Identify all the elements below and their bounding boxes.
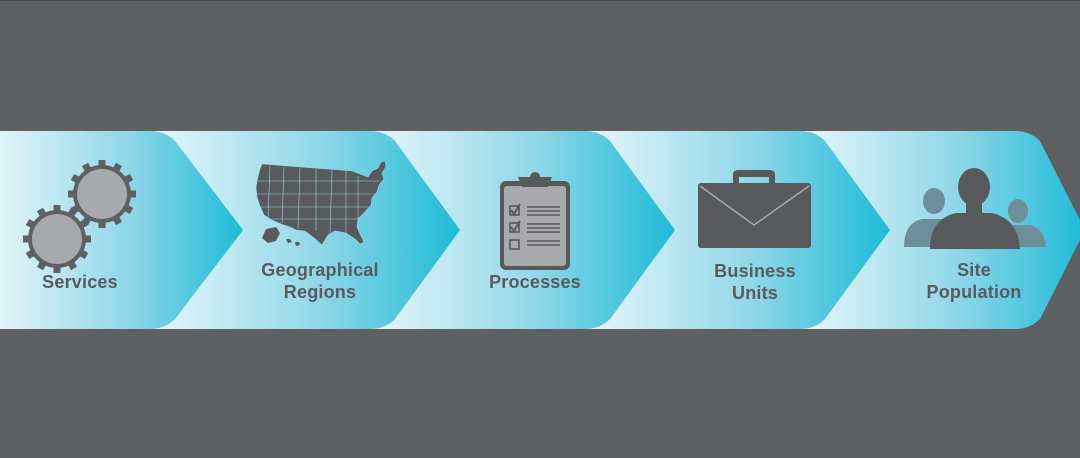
step-label-processes: Processes	[489, 272, 581, 292]
step-label-services: Services	[42, 272, 118, 292]
step-label-geographical-regions: Geographical Regions	[261, 260, 379, 302]
gears-icon	[23, 160, 136, 273]
chevron-services	[0, 131, 243, 329]
people-icon	[904, 168, 1046, 249]
briefcase-icon	[698, 170, 811, 248]
step-label-business-units: Business Units	[714, 261, 796, 303]
clipboard-checklist-icon	[500, 172, 570, 270]
step-label-site-population: Site Population	[926, 260, 1022, 302]
usa-map-icon	[255, 160, 387, 246]
